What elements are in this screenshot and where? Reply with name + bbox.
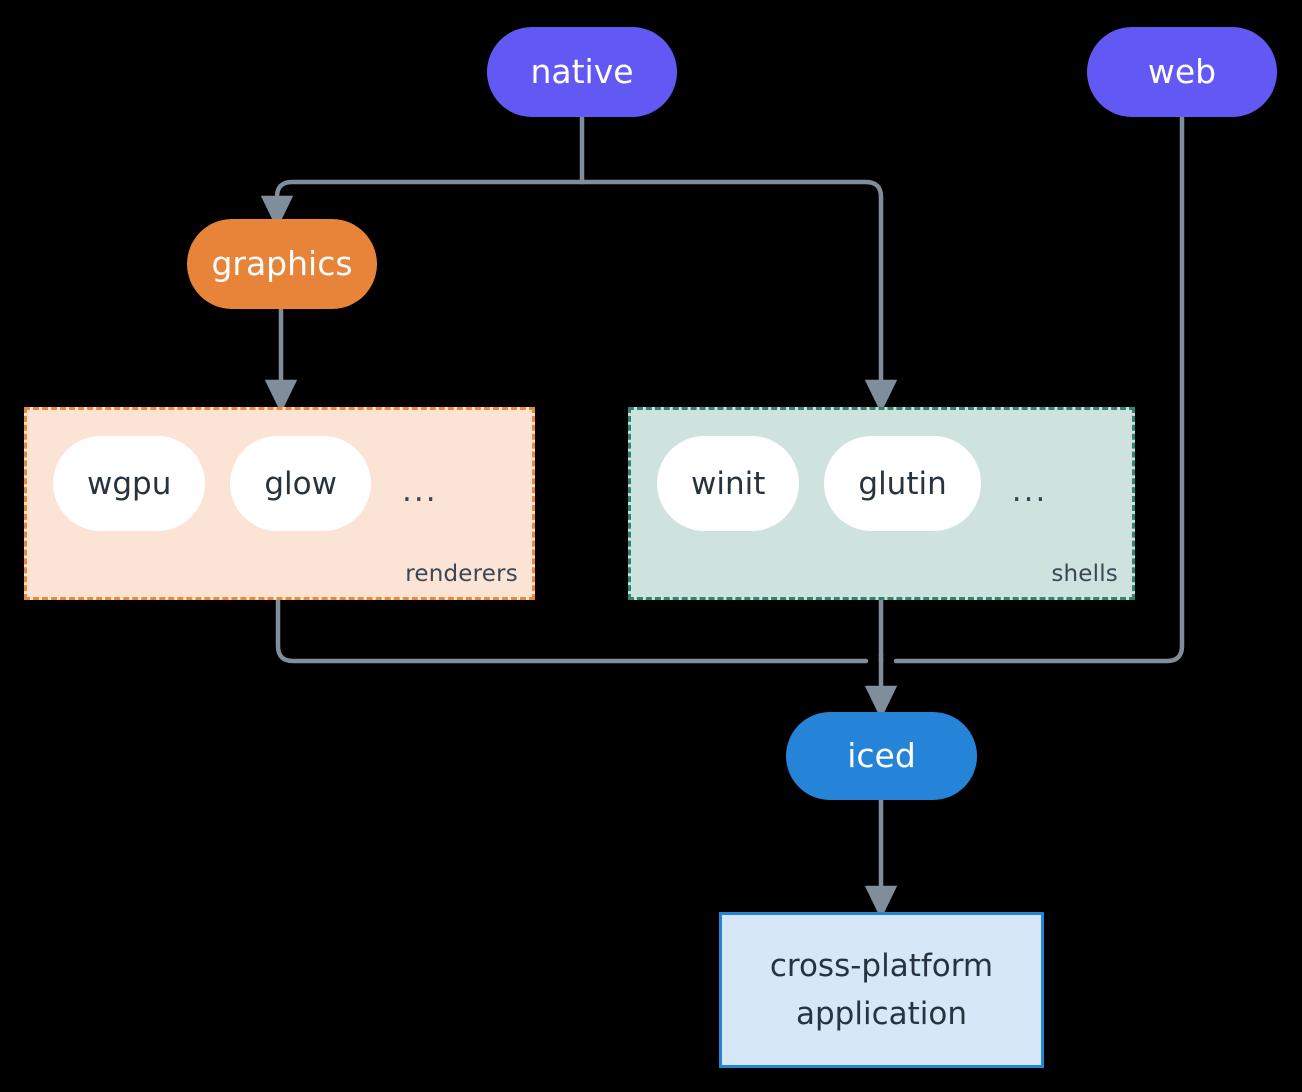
chip-glutin[interactable]: glutin [824, 436, 981, 531]
node-graphics[interactable]: graphics [187, 219, 377, 309]
edge-native-to-shells [579, 179, 898, 414]
node-graphics-label: graphics [211, 243, 353, 283]
group-shells-label: shells [1051, 561, 1118, 587]
node-iced[interactable]: iced [786, 712, 977, 800]
node-application-label-line1: cross-platform [769, 947, 994, 984]
chip-wgpu[interactable]: wgpu [53, 436, 206, 531]
renderers-chip-row: wgpu glow ... [53, 436, 438, 531]
node-iced-label: iced [847, 735, 916, 775]
node-application-label-line2: application [796, 996, 967, 1032]
group-shells: winit glutin ... shells [628, 407, 1135, 600]
shells-ellipsis: ... [1011, 472, 1048, 509]
renderers-ellipsis: ... [401, 472, 438, 509]
node-native-label: native [530, 51, 634, 91]
chip-winit[interactable]: winit [657, 436, 800, 531]
chip-wgpu-label: wgpu [87, 465, 172, 502]
chip-winit-label: winit [691, 465, 766, 502]
edge-renderers-to-iced [275, 597, 869, 664]
node-native[interactable]: native [487, 27, 677, 117]
edge-native-to-graphics [260, 179, 585, 230]
node-web-label: web [1147, 51, 1217, 91]
chip-glow-label: glow [264, 465, 337, 502]
node-application[interactable]: cross-platform application [719, 912, 1044, 1068]
group-renderers-label: renderers [405, 561, 518, 587]
chip-glutin-label: glutin [858, 465, 947, 502]
node-web[interactable]: web [1087, 27, 1277, 117]
shells-chip-row: winit glutin ... [657, 436, 1047, 531]
chip-glow[interactable]: glow [230, 436, 371, 531]
group-renderers: wgpu glow ... renderers [24, 407, 535, 600]
